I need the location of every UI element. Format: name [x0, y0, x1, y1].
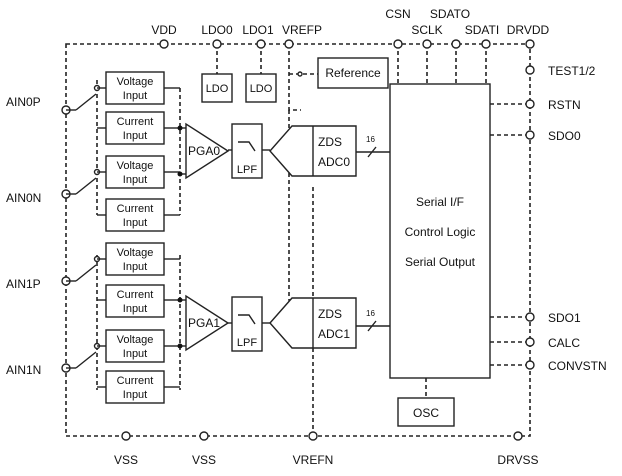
pin-calc: CALC: [548, 336, 580, 350]
pin-vrefn: VREFN: [293, 453, 334, 467]
osc-block: OSC: [397, 397, 455, 427]
svg-text:Input: Input: [123, 174, 147, 186]
pin-ain1p: AIN1P: [6, 277, 41, 291]
pin-convstn: CONVSTN: [548, 359, 607, 373]
pga1: PGA1: [185, 294, 230, 352]
lpf1: LPF: [231, 296, 263, 352]
svg-text:Current: Current: [117, 375, 154, 387]
pin-drvdd: DRVDD: [507, 23, 550, 37]
bus-width-0: 16: [366, 135, 375, 144]
input-block-ain1p-voltage: Voltage Input: [105, 242, 165, 276]
svg-text:Input: Input: [123, 217, 147, 229]
svg-text:Voltage: Voltage: [117, 160, 154, 172]
ldo0-block: LDO: [201, 73, 233, 103]
pin-ldo1: LDO1: [242, 23, 274, 37]
svg-text:Serial I/F: Serial I/F: [416, 195, 464, 209]
svg-text:PGA0: PGA0: [188, 144, 220, 158]
svg-text:Current: Current: [117, 116, 154, 128]
svg-text:ZDS: ZDS: [318, 307, 342, 321]
reference-block: Reference: [317, 57, 389, 89]
input-block-ain1n-voltage: Voltage Input: [105, 329, 165, 363]
bus-width-1: 16: [366, 309, 375, 318]
svg-text:Voltage: Voltage: [117, 334, 154, 346]
pin-sclk: SCLK: [411, 23, 442, 37]
input-block-ain1n-current: Current Input: [105, 370, 165, 404]
input-block-ain1p-current: Current Input: [105, 284, 165, 318]
pin-ain0p: AIN0P: [6, 95, 41, 109]
top-pins: VDD LDO0 LDO1 VREFP CSN SCLK SDATO SDATI…: [151, 7, 550, 49]
pin-test: TEST1/2: [548, 64, 596, 78]
pin-vss-2: VSS: [192, 453, 216, 467]
pin-ain0n: AIN0N: [6, 191, 41, 205]
pin-sdo1: SDO1: [548, 311, 581, 325]
svg-text:Current: Current: [117, 289, 154, 301]
pin-ain1n: AIN1N: [6, 363, 41, 377]
svg-text:LDO: LDO: [206, 83, 229, 95]
pin-csn: CSN: [385, 7, 410, 21]
pin-vdd: VDD: [151, 23, 177, 37]
svg-text:Input: Input: [123, 130, 147, 142]
svg-text:PGA1: PGA1: [188, 316, 220, 330]
svg-text:Serial Output: Serial Output: [405, 255, 476, 269]
svg-text:Voltage: Voltage: [117, 247, 154, 259]
svg-text:Reference: Reference: [325, 66, 381, 80]
pin-sdo0: SDO0: [548, 129, 581, 143]
input-switches: [75, 84, 106, 388]
svg-text:LPF: LPF: [237, 164, 257, 176]
voltage-input-label-2: Input: [123, 90, 147, 102]
svg-text:Input: Input: [123, 303, 147, 315]
input-block-ain0n-current: Current Input: [105, 198, 165, 232]
pin-sdato: SDATO: [430, 7, 470, 21]
ref-switch: [297, 71, 303, 77]
lpf0: LPF: [231, 123, 263, 179]
left-pins: AIN0P AIN0N AIN1P AIN1N: [6, 95, 76, 377]
svg-text:Input: Input: [123, 348, 147, 360]
svg-text:ADC1: ADC1: [318, 327, 350, 341]
svg-text:Control Logic: Control Logic: [405, 225, 476, 239]
svg-text:ZDS: ZDS: [318, 135, 342, 149]
right-pins: TEST1/2 RSTN SDO0 SDO1 CALC CONVSTN: [525, 64, 607, 373]
input-output-wires: [164, 87, 183, 388]
pin-rstn: RSTN: [548, 98, 581, 112]
pin-drvss: DRVSS: [497, 453, 538, 467]
pin-vss-1: VSS: [114, 453, 138, 467]
pin-ldo0: LDO0: [201, 23, 233, 37]
svg-text:LPF: LPF: [237, 337, 257, 349]
svg-text:ADC0: ADC0: [318, 155, 350, 169]
input-block-ain0p-voltage: Voltage Input: [105, 71, 165, 105]
adc0: ZDS ADC0: [269, 125, 357, 177]
pin-vrefp: VREFP: [282, 23, 322, 37]
pga0: PGA0: [185, 122, 230, 180]
serial-control-block: Serial I/F Control Logic Serial Output: [389, 83, 491, 379]
chip-boundary: [65, 43, 531, 437]
input-block-ain0n-voltage: Voltage Input: [105, 155, 165, 189]
svg-text:Current: Current: [117, 203, 154, 215]
bottom-pins: VSS VSS VREFN DRVSS: [114, 431, 539, 467]
ldo1-block: LDO: [245, 73, 277, 103]
svg-text:OSC: OSC: [413, 406, 439, 420]
svg-text:LDO: LDO: [250, 83, 273, 95]
svg-text:Input: Input: [123, 261, 147, 273]
adc1: ZDS ADC1: [269, 297, 357, 349]
input-block-ain0p-current: Current Input: [105, 111, 165, 145]
svg-text:Input: Input: [123, 389, 147, 401]
pin-sdati: SDATI: [465, 23, 499, 37]
voltage-input-label-1: Voltage: [117, 76, 154, 88]
